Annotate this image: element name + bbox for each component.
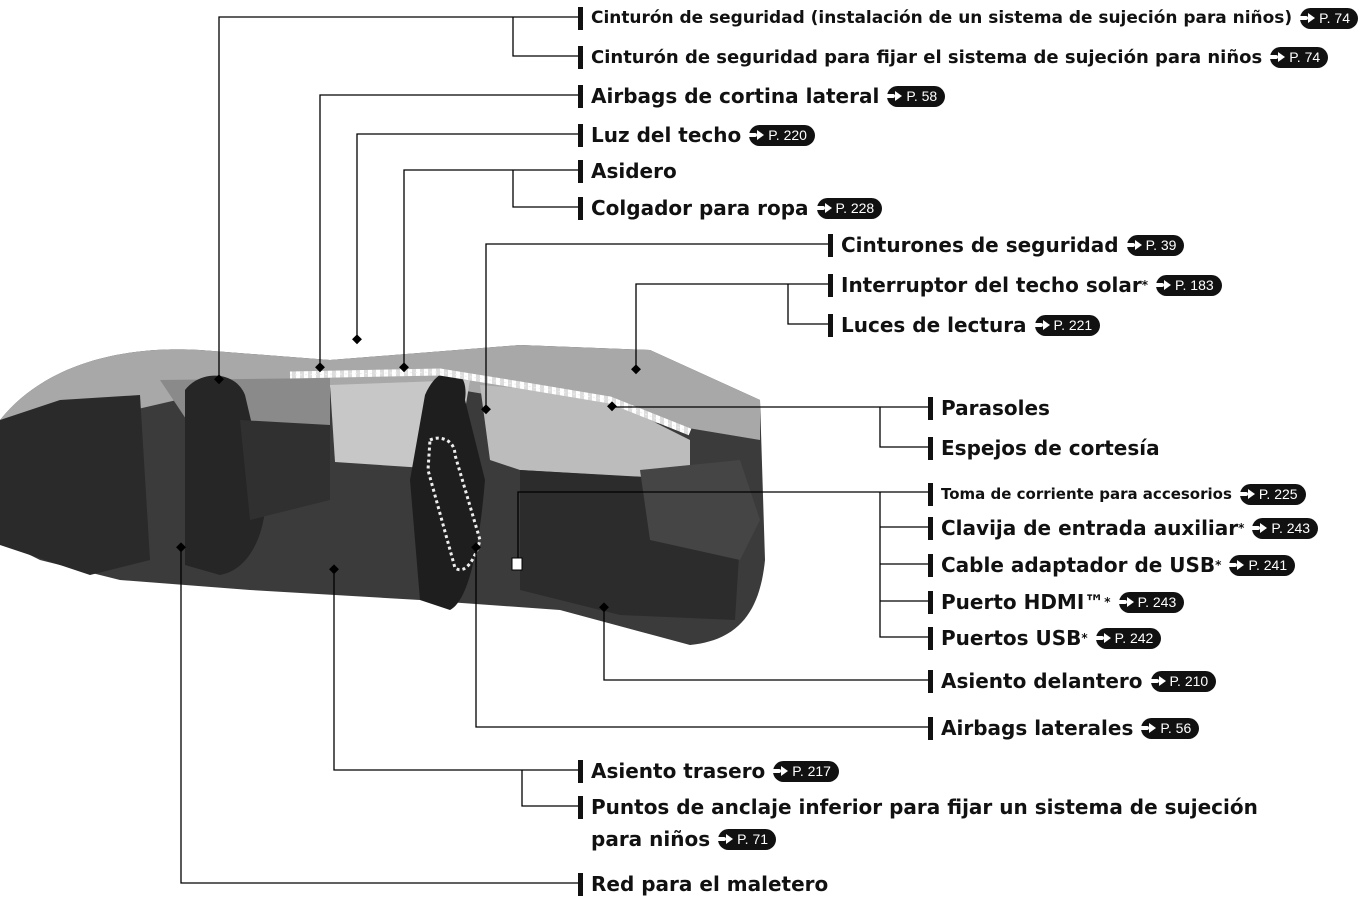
- arrow-icon: [1116, 597, 1134, 607]
- label-cinturon-fijar: Cinturón de seguridad para fijar el sist…: [578, 44, 1329, 70]
- page-ref-badge[interactable]: P. 74: [1268, 46, 1329, 68]
- footnote-star: *: [1238, 521, 1245, 535]
- label-asiento-delantero: Asiento delantero P. 210: [928, 668, 1217, 694]
- page-ref-badge[interactable]: P. 243: [1250, 517, 1319, 539]
- label-colgador: Colgador para ropa P. 228: [578, 195, 883, 221]
- label-asidero: Asidero: [578, 158, 677, 184]
- label-puertos-usb: Puertos USB* P. 242: [928, 625, 1162, 651]
- label-text: Airbags de cortina lateral: [591, 84, 880, 108]
- arrow-icon: [1124, 240, 1142, 250]
- arrow-icon: [885, 91, 903, 101]
- label-luces-lectura: Luces de lectura P. 221: [828, 312, 1101, 338]
- page-ref-badge[interactable]: P. 71: [716, 828, 777, 850]
- arrow-icon: [1268, 52, 1286, 62]
- arrow-icon: [771, 766, 789, 776]
- label-toma-corriente: Toma de corriente para accesorios P. 225: [928, 481, 1306, 507]
- arrow-icon: [814, 203, 832, 213]
- page-ref-badge[interactable]: P. 39: [1124, 234, 1185, 256]
- label-text: Clavija de entrada auxiliar: [941, 516, 1239, 540]
- label-puntos-anclaje: Puntos de anclaje inferior para fijar un…: [578, 794, 1258, 820]
- label-text: Cable adaptador de USB: [941, 553, 1216, 577]
- arrow-icon: [1227, 560, 1245, 570]
- label-text: Espejos de cortesía: [941, 436, 1160, 460]
- label-text: Interruptor del techo solar: [841, 273, 1142, 297]
- page-ref-badge[interactable]: P. 217: [771, 760, 839, 782]
- label-text: Asiento trasero: [591, 759, 766, 783]
- label-text: Puntos de anclaje inferior para fijar un…: [591, 795, 1258, 819]
- label-text: Asiento delantero: [941, 669, 1143, 693]
- label-cinturon-instalacion: Cinturón de seguridad (instalación de un…: [578, 5, 1358, 31]
- label-text: Toma de corriente para accesorios: [941, 485, 1232, 503]
- footnote-star: *: [1104, 595, 1111, 609]
- label-asiento-trasero: Asiento trasero P. 217: [578, 758, 839, 784]
- arrow-icon: [1093, 633, 1111, 643]
- page-ref-badge[interactable]: P. 58: [885, 85, 946, 107]
- arrow-icon: [1148, 676, 1166, 686]
- arrow-icon: [1153, 280, 1171, 290]
- label-espejos: Espejos de cortesía: [928, 435, 1160, 461]
- arrow-icon: [1139, 723, 1157, 733]
- page-ref-badge[interactable]: P. 56: [1139, 717, 1200, 739]
- page-ref-badge[interactable]: P. 242: [1093, 627, 1162, 649]
- label-text: Cinturones de seguridad: [841, 233, 1119, 257]
- label-cinturones: Cinturones de seguridad P. 39: [828, 232, 1185, 258]
- page-ref-badge[interactable]: P. 220: [747, 124, 815, 146]
- label-text: Colgador para ropa: [591, 196, 809, 220]
- page-ref-badge[interactable]: P. 183: [1153, 274, 1222, 296]
- label-text: Puerto HDMI™: [941, 590, 1105, 614]
- label-text: Parasoles: [941, 396, 1050, 420]
- label-text: Red para el maletero: [591, 872, 829, 896]
- page-ref-badge[interactable]: P. 74: [1298, 7, 1358, 29]
- leader-dots: [176, 334, 641, 613]
- label-puntos-anclaje-cont: para niños P. 71: [591, 826, 777, 852]
- page-ref-badge[interactable]: P. 228: [814, 197, 883, 219]
- label-text: Luz del techo: [591, 123, 742, 147]
- label-parasoles: Parasoles: [928, 395, 1050, 421]
- arrow-icon: [1237, 489, 1255, 499]
- page-ref-badge[interactable]: P. 210: [1148, 670, 1217, 692]
- page-ref-badge[interactable]: P. 241: [1227, 554, 1296, 576]
- footnote-star: *: [1215, 558, 1222, 572]
- label-interruptor-techo: Interruptor del techo solar* P. 183: [828, 272, 1222, 298]
- leader-lines: [180, 16, 928, 884]
- footnote-star: *: [1081, 631, 1088, 645]
- page-ref-badge[interactable]: P. 243: [1116, 591, 1185, 613]
- label-hdmi: Puerto HDMI™* P. 243: [928, 589, 1185, 615]
- label-luz-techo: Luz del techo P. 220: [578, 122, 815, 148]
- arrow-icon: [747, 130, 765, 140]
- label-text: Cinturón de seguridad para fijar el sist…: [591, 46, 1263, 68]
- page-ref-badge[interactable]: P. 225: [1237, 483, 1306, 505]
- label-text: para niños: [591, 827, 711, 851]
- label-airbags-cortina: Airbags de cortina lateral P. 58: [578, 83, 946, 109]
- arrow-icon: [716, 834, 734, 844]
- label-cable-usb: Cable adaptador de USB* P. 241: [928, 552, 1296, 578]
- label-text: Puertos USB: [941, 626, 1082, 650]
- footnote-star: *: [1141, 278, 1148, 292]
- label-text: Airbags laterales: [941, 716, 1134, 740]
- label-red-maletero: Red para el maletero: [578, 871, 828, 897]
- label-clavija: Clavija de entrada auxiliar* P. 243: [928, 515, 1319, 541]
- label-airbags-laterales: Airbags laterales P. 56: [928, 715, 1200, 741]
- arrow-icon: [1032, 320, 1050, 330]
- car-interior-photo: [0, 345, 765, 645]
- label-text: Cinturón de seguridad (instalación de un…: [591, 8, 1293, 28]
- arrow-icon: [1298, 13, 1316, 23]
- arrow-icon: [1250, 523, 1268, 533]
- label-text: Luces de lectura: [841, 313, 1027, 337]
- label-text: Asidero: [591, 159, 677, 183]
- page-ref-badge[interactable]: P. 221: [1032, 314, 1101, 336]
